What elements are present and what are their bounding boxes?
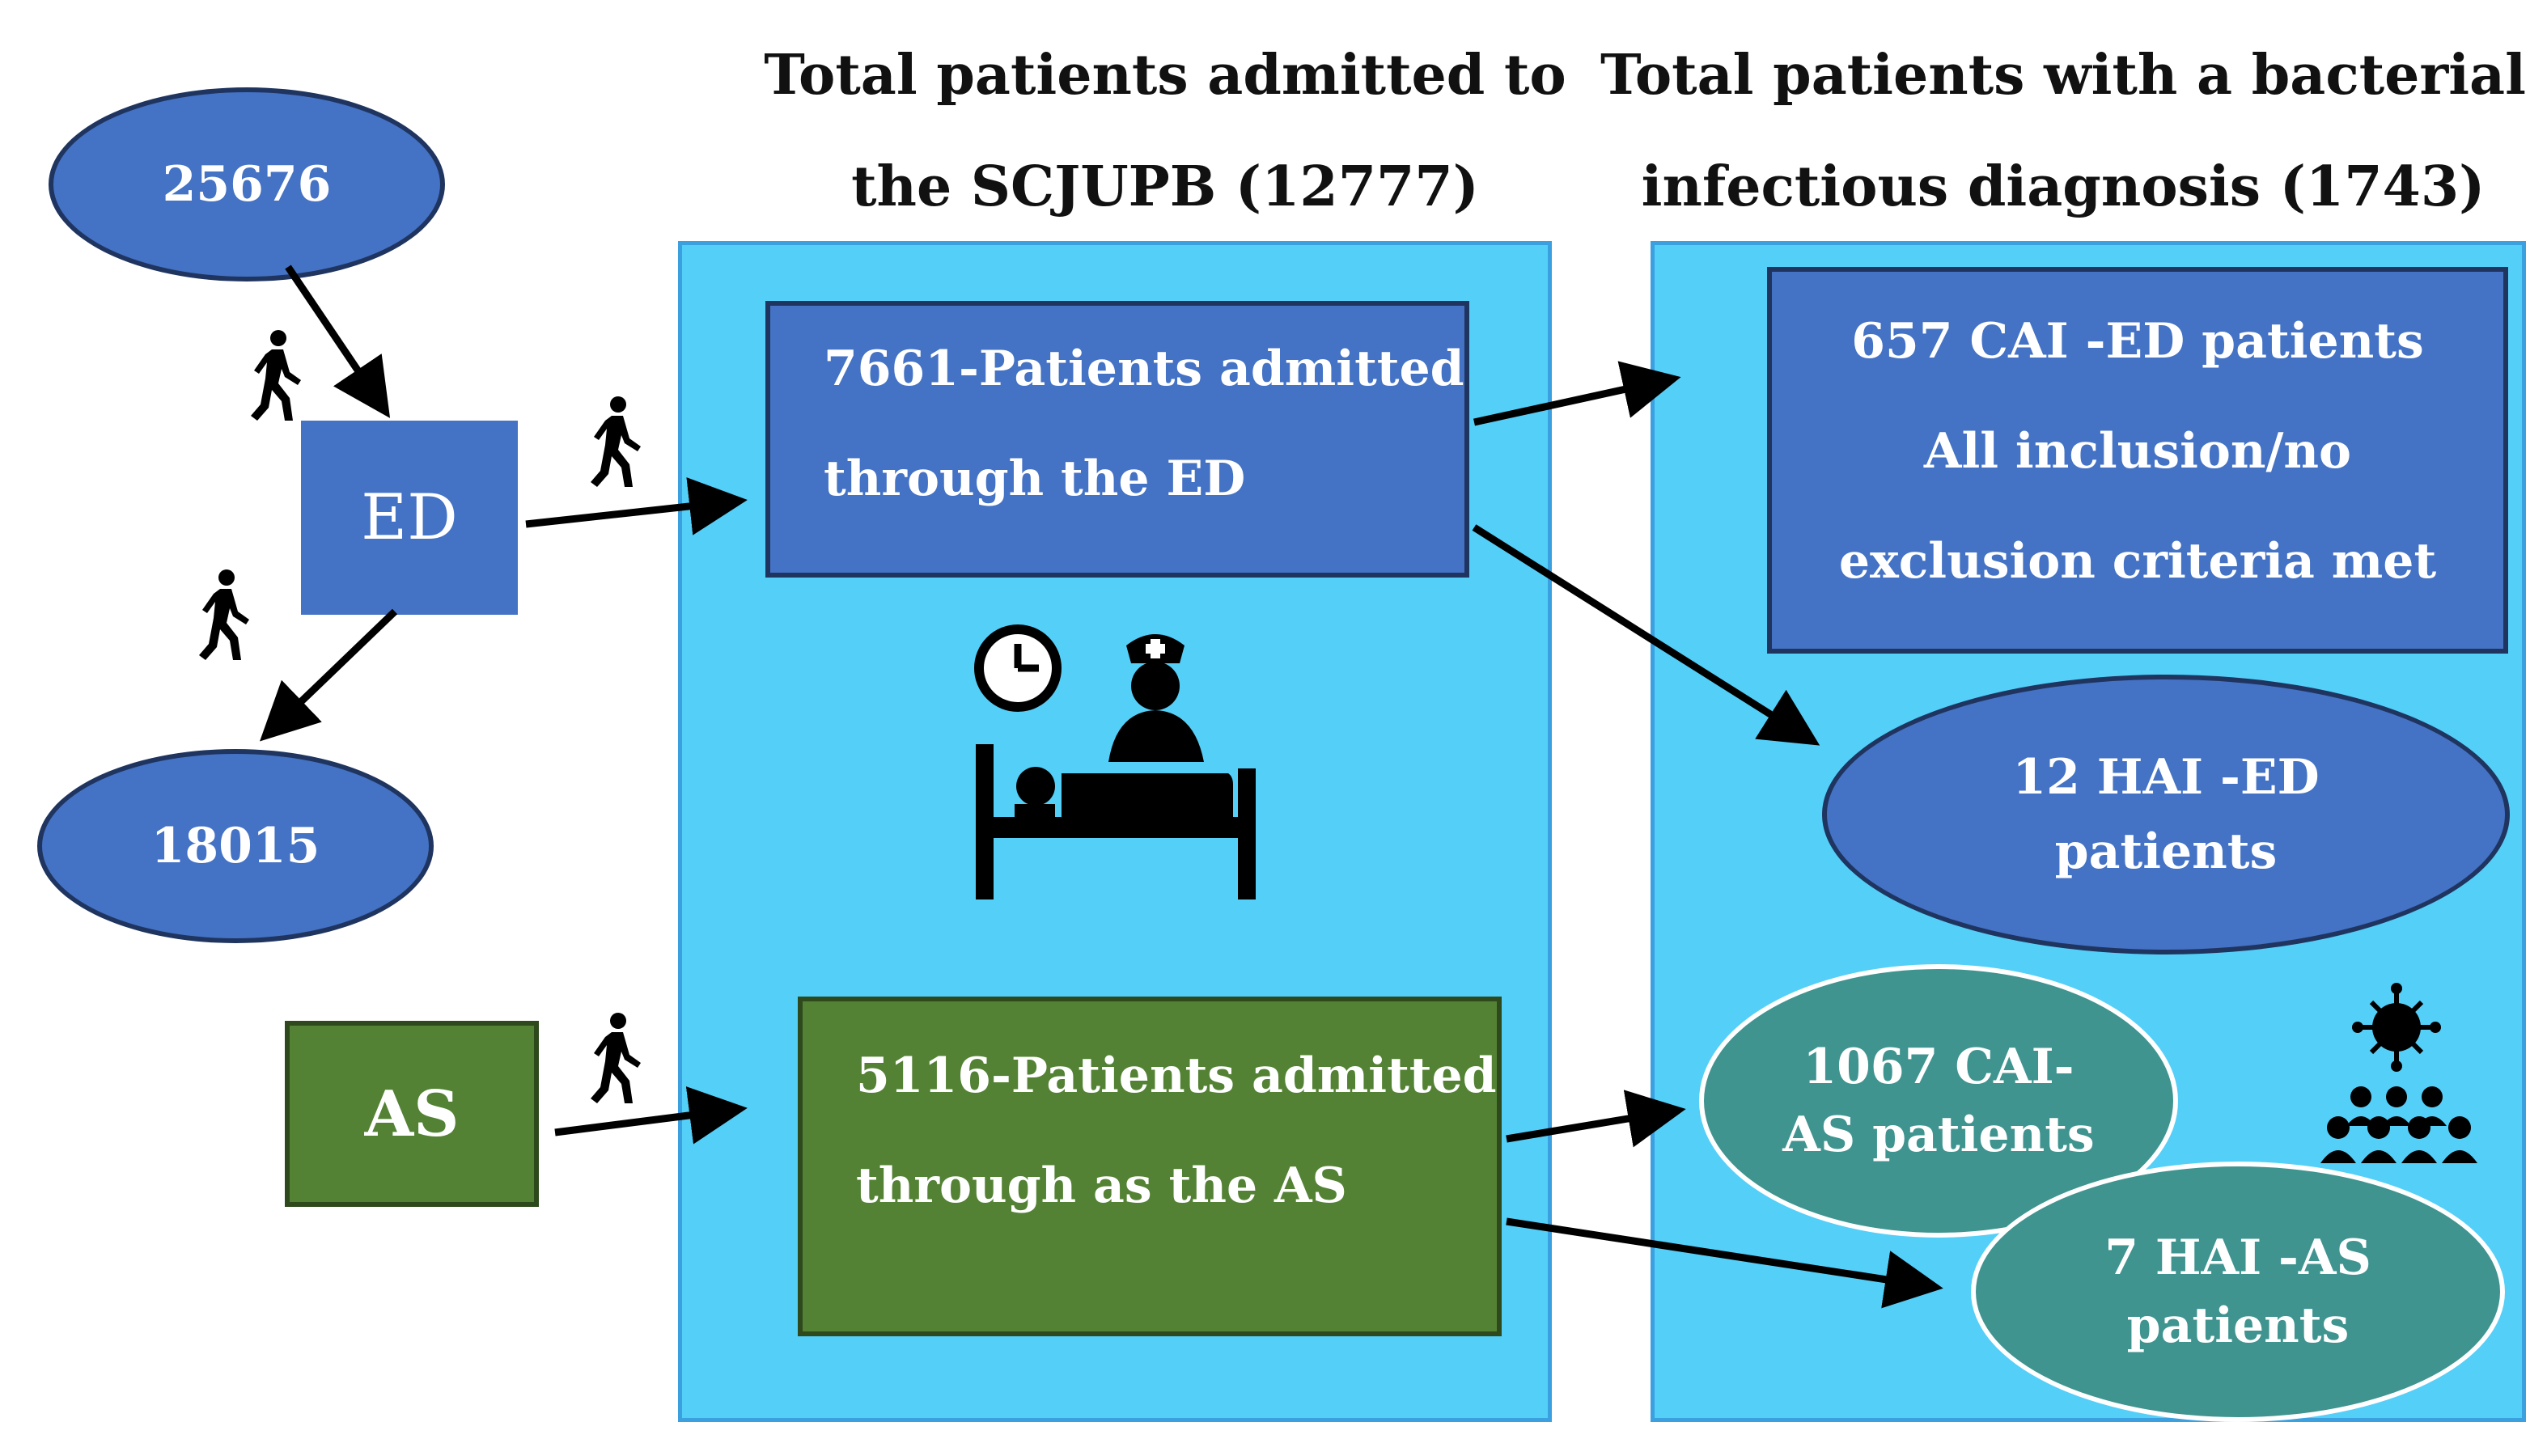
right-heading-line-1: Total patients with a bacterial (1600, 43, 2526, 108)
cai-ed-line-2: All inclusion/no (1923, 423, 2352, 480)
total-patients-ellipse: 25676 (49, 87, 445, 281)
arrow-total-to-ed (285, 265, 391, 418)
arrow-ed-to-cai-ed (1473, 361, 1681, 426)
as-label: AS (364, 1077, 460, 1151)
hai-as-line-2: patients (2126, 1297, 2350, 1354)
hospital-bed-nurse-icon (976, 634, 1256, 899)
ed-admitted-line-2: through the ED (824, 451, 1246, 507)
right-heading-line-2: infectious diagnosis (1743) (1641, 154, 2486, 219)
ed-admitted-line-1: 7661-Patients admitted (824, 341, 1464, 397)
as-admitted-box: 5116-Patients admitted through as the AS (798, 997, 1502, 1336)
walking-person-icon (591, 396, 641, 487)
total-patients-value: 25676 (162, 156, 332, 213)
discharged-value: 18015 (150, 818, 320, 874)
walking-person-icon (251, 330, 301, 421)
as-box: AS (285, 1021, 539, 1207)
walking-person-icon (199, 569, 249, 660)
cai-ed-line-1: 657 CAI -ED patients (1851, 313, 2424, 370)
cai-as-line-1: 1067 CAI- (1803, 1039, 2074, 1095)
hai-as-ellipse: 7 HAI -AS patients (1971, 1162, 2505, 1422)
arrow-ed-to-discharged (260, 608, 398, 742)
as-admitted-line-1: 5116-Patients admitted (856, 1048, 1497, 1104)
clock-icon (974, 624, 1062, 712)
hai-ed-ellipse: 12 HAI -ED patients (1822, 675, 2510, 954)
ed-admitted-box: 7661-Patients admitted through the ED (765, 301, 1469, 578)
arrow-as-to-hai-as (1506, 1217, 1943, 1309)
hai-as-line-1: 7 HAI -AS (2104, 1230, 2371, 1286)
ed-label: ED (361, 481, 458, 554)
walking-person-icon (591, 1013, 641, 1103)
as-admitted-line-2: through as the AS (856, 1158, 1347, 1214)
right-heading: Total patients with a bacterial infectio… (1586, 19, 2541, 243)
hai-ed-line-2: patients (2054, 823, 2278, 880)
middle-heading-line-1: Total patients admitted to (764, 43, 1566, 108)
middle-heading-line-2: the SCJUPB (12777) (851, 154, 1479, 219)
hai-ed-line-1: 12 HAI -ED (2012, 749, 2320, 806)
middle-heading: Total patients admitted to the SCJUPB (1… (680, 19, 1651, 243)
arrow-ed-to-admitted (525, 477, 748, 535)
ed-box: ED (301, 421, 518, 615)
cai-as-line-2: AS patients (1782, 1107, 2095, 1163)
discharged-ellipse: 18015 (37, 749, 434, 943)
arrow-ed-to-hai-ed (1472, 524, 1820, 746)
arrow-as-to-cai-as (1506, 1090, 1686, 1148)
cai-ed-line-3: exclusion criteria met (1838, 533, 2437, 590)
cai-ed-box: 657 CAI -ED patients All inclusion/no ex… (1767, 267, 2508, 654)
virus-crowd-icon (2320, 983, 2477, 1163)
arrow-as-to-admitted (554, 1086, 748, 1145)
